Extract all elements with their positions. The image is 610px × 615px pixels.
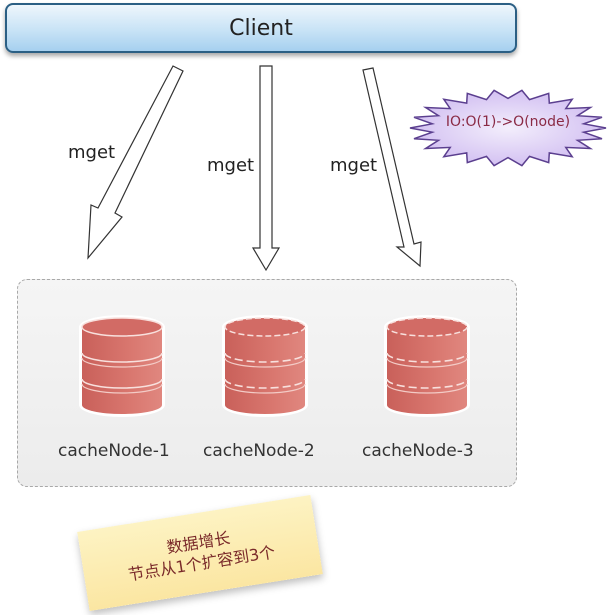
database-body	[387, 327, 467, 414]
database-band	[224, 352, 306, 363]
database-band	[81, 352, 163, 363]
callout-burst-shape	[409, 89, 607, 167]
database-band	[81, 383, 163, 394]
arrow-to-node-3	[362, 67, 422, 268]
database-icon	[222, 315, 308, 417]
request-label-2: mget	[207, 155, 255, 176]
database-top	[81, 317, 163, 337]
database-top	[386, 317, 468, 337]
arrow-to-node-1	[87, 65, 184, 260]
callout-text: IO:O(1)->O(node)	[445, 114, 571, 130]
database-band	[224, 378, 306, 389]
node-label-2: cacheNode-2	[203, 441, 315, 461]
database-icon	[79, 315, 165, 417]
arrow-to-node-2	[251, 65, 281, 272]
node-label-3: cacheNode-3	[362, 441, 474, 461]
database-band	[386, 357, 468, 368]
database-body	[82, 327, 162, 414]
database-band	[224, 357, 306, 368]
database-band	[224, 383, 306, 394]
client-box: Client	[5, 3, 517, 53]
database-band	[81, 378, 163, 389]
client-label: Client	[229, 15, 293, 41]
database-band	[386, 378, 468, 389]
database-band	[386, 352, 468, 363]
request-label-1: mget	[68, 142, 116, 163]
database-band	[81, 357, 163, 368]
database-icon	[384, 315, 470, 417]
database-body	[225, 327, 305, 414]
database-band	[386, 383, 468, 394]
node-label-1: cacheNode-1	[58, 441, 170, 461]
database-top	[224, 317, 306, 337]
request-label-3: mget	[330, 155, 378, 176]
